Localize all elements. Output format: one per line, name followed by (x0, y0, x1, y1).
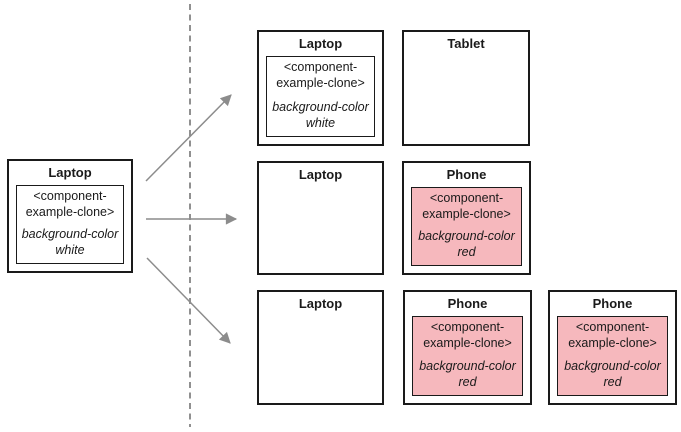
clone-tag-text: <component-example-clone> (276, 60, 365, 90)
device-title: Laptop (298, 296, 343, 311)
clone-style-text: background-color red (413, 229, 520, 261)
device-title: Laptop (298, 36, 343, 51)
clone-tag-text: <component-example-clone> (422, 191, 511, 221)
device-box-row3-laptop: Laptop (257, 290, 384, 405)
device-box-row3-phone-1: Phone <component-example-clone> backgrou… (403, 290, 532, 405)
clone-style-value: red (458, 375, 477, 390)
device-box-row2-phone: Phone <component-example-clone> backgrou… (402, 161, 531, 275)
device-title: Tablet (447, 36, 485, 51)
clone-style-property: background-color (272, 100, 369, 115)
clone-style-property: background-color (21, 227, 119, 242)
device-box-row1-tablet: Tablet (402, 30, 530, 146)
component-clone-box: <component-example-clone> background-col… (266, 56, 375, 137)
device-box-row2-laptop: Laptop (257, 161, 384, 275)
arrow-to-option-3 (146, 257, 231, 344)
device-title: Phone (592, 296, 633, 311)
clone-style-value: white (55, 243, 85, 258)
clone-style-property: background-color (564, 359, 661, 374)
device-title: Phone (447, 296, 488, 311)
source-device-box-laptop: Laptop <component-example-clone> backgro… (7, 159, 133, 273)
clone-style-property: background-color (419, 359, 516, 374)
clone-tag-text: <component-example-clone> (423, 320, 512, 350)
clone-style-value: red (603, 375, 622, 390)
clone-style-value: white (305, 116, 336, 131)
clone-style-property: background-color (418, 229, 515, 244)
clone-tag-text: <component-example-clone> (25, 189, 115, 219)
component-clone-box: <component-example-clone> background-col… (16, 185, 124, 264)
clone-style-text: background-color red (559, 359, 666, 391)
clone-style-text: background-color white (18, 227, 122, 259)
device-title: Phone (446, 167, 487, 182)
clone-style-text: background-color red (414, 359, 521, 391)
component-clone-box: <component-example-clone> background-col… (412, 316, 523, 396)
component-clone-box: <component-example-clone> background-col… (557, 316, 668, 396)
clone-style-text: background-color white (268, 100, 373, 132)
device-title: Laptop (48, 165, 92, 180)
clone-tag-text: <component-example-clone> (568, 320, 657, 350)
device-box-row3-phone-2: Phone <component-example-clone> backgrou… (548, 290, 677, 405)
device-box-row1-laptop: Laptop <component-example-clone> backgro… (257, 30, 384, 146)
arrow-to-option-1 (145, 94, 232, 182)
clone-style-value: red (457, 245, 476, 260)
device-title: Laptop (298, 167, 343, 182)
component-clone-box: <component-example-clone> background-col… (411, 187, 522, 266)
